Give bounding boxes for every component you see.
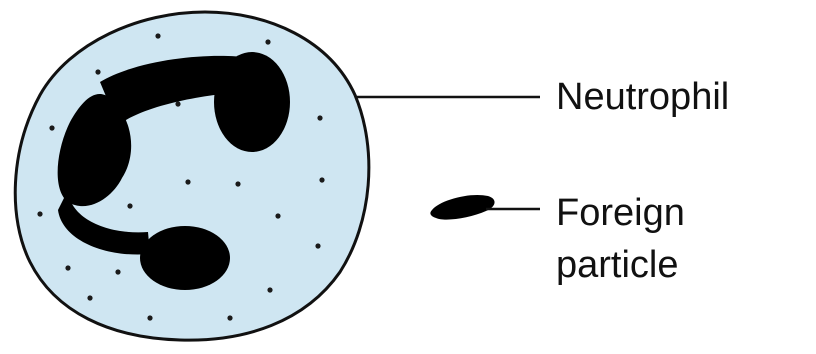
foreign-particle-label-line2: particle [556,242,679,288]
foreign-particle [430,195,494,220]
neutrophil-label: Neutrophil [556,74,729,120]
foreign-particle-label-line1: Foreign [556,190,685,236]
